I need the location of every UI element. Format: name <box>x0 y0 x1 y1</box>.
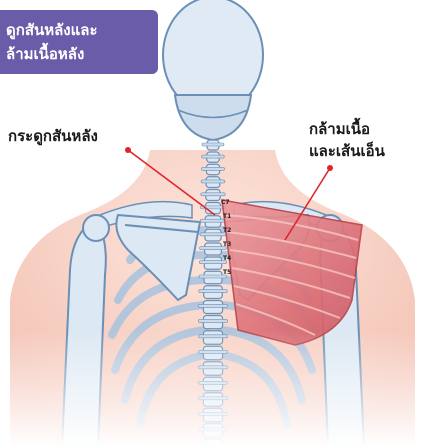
title-box: ดูกสันหลังและ ล้ามเนื้อหลัง <box>0 10 158 74</box>
vertebra-process <box>198 319 227 322</box>
vertebra-process <box>202 143 224 146</box>
vertebra-process <box>199 290 228 293</box>
vertebra-process <box>200 219 226 222</box>
vertebra-process <box>201 167 224 170</box>
spine-label: กระดูกสันหลัง <box>8 124 98 148</box>
vertebra-process <box>201 193 225 196</box>
vertebra-label-t5: T5 <box>223 269 231 276</box>
muscle-label-line-1: กล้ามเนื้อ <box>309 118 385 140</box>
vertebra-label-t3: T3 <box>223 241 231 248</box>
vertebra-process <box>202 155 225 158</box>
vertebra-label-t2: T2 <box>223 227 231 234</box>
muscle-label: กล้ามเนื้อ และเส้นเอ็น <box>309 118 385 162</box>
vertebra-label-t4: T4 <box>223 255 231 262</box>
skull <box>163 0 263 140</box>
title-line-1: ดูกสันหลังและ <box>6 18 158 42</box>
vertebra-process <box>201 180 225 183</box>
vertebra-label-t1: T1 <box>223 213 231 220</box>
title-line-2: ล้ามเนื้อหลัง <box>6 42 158 66</box>
vertebra-label-c7: C7 <box>221 199 230 206</box>
vertebra-process <box>198 304 227 307</box>
muscle-label-line-2: และเส้นเอ็น <box>309 140 385 162</box>
